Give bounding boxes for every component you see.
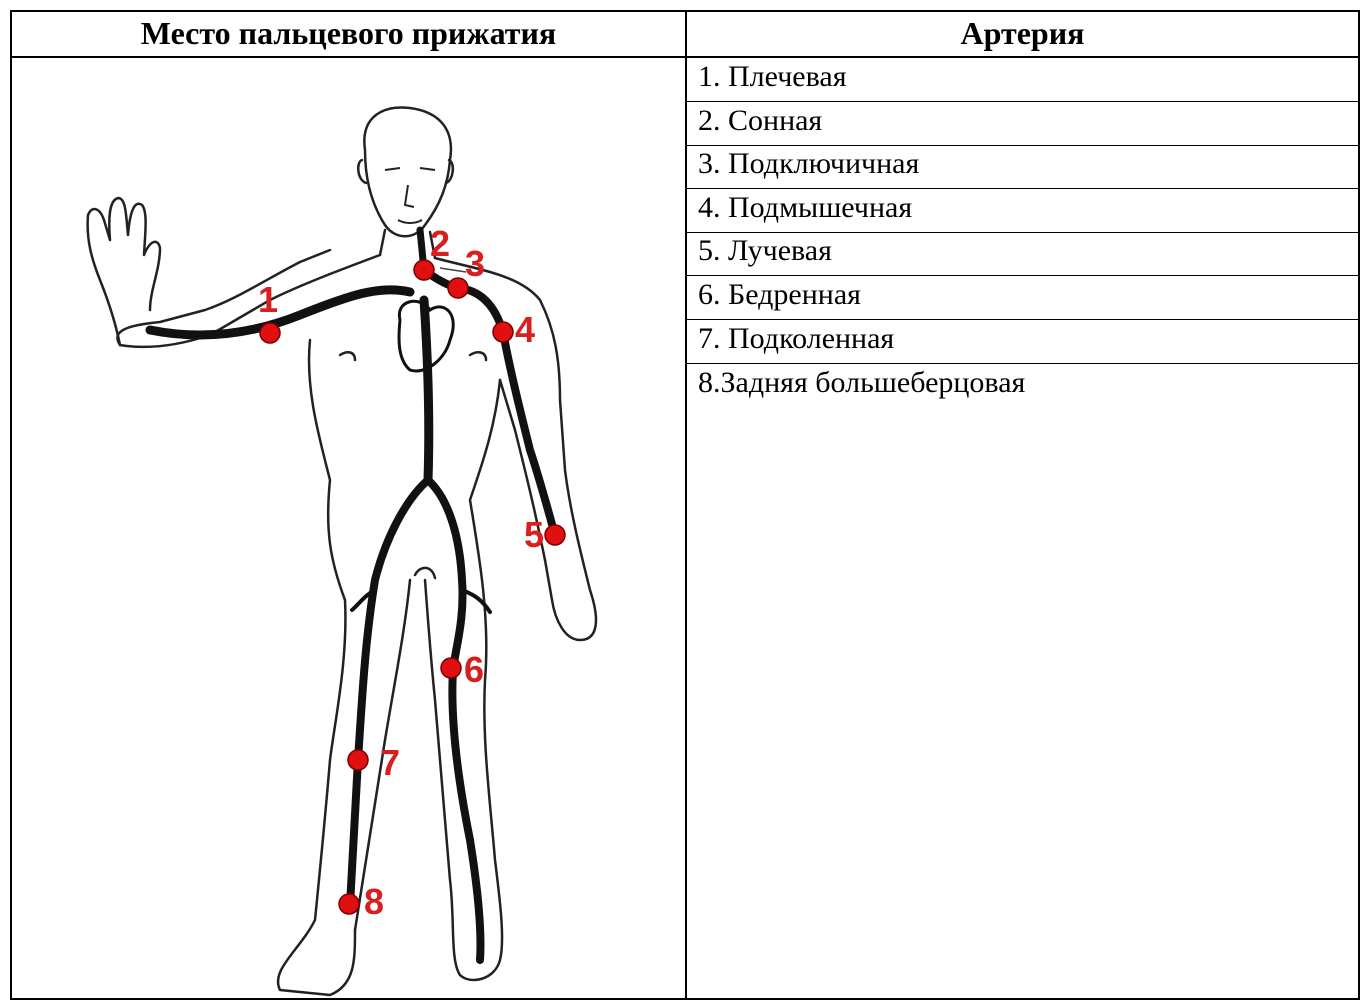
header-location: Место пальцевого прижатия (12, 11, 685, 55)
marker-label-2: 2 (430, 223, 450, 264)
marker-label-7: 7 (380, 742, 400, 783)
marker-label-6: 6 (464, 649, 484, 690)
artery-item-2: 2. Сонная (698, 103, 822, 139)
artery-item-6: 6. Бедренная (698, 277, 861, 313)
column-divider (685, 10, 687, 1000)
artery-item-1: 1. Плечевая (698, 59, 847, 95)
marker-label-8: 8 (364, 881, 384, 922)
marker-leader-line (440, 268, 466, 272)
face-details (385, 168, 435, 223)
pressure-point-5 (545, 525, 565, 545)
body-artery-figure: 1 2 3 4 5 6 7 8 (60, 80, 620, 1000)
header-artery: Артерия (687, 11, 1358, 55)
header-divider (10, 56, 1360, 58)
row-divider (685, 319, 1360, 320)
row-divider (685, 363, 1360, 364)
marker-label-3: 3 (465, 243, 485, 284)
table-border-right (1358, 10, 1360, 1000)
body-outline (88, 107, 596, 995)
row-divider (685, 275, 1360, 276)
marker-label-1: 1 (258, 279, 278, 320)
artery-item-8: 8.Задняя большеберцовая (698, 365, 1025, 401)
artery-item-7: 7. Подколенная (698, 321, 894, 357)
pressure-point-6 (441, 658, 461, 678)
marker-label-5: 5 (524, 514, 544, 555)
table-border-left (10, 10, 12, 1000)
artery-item-3: 3. Подключичная (698, 146, 919, 182)
pressure-point-4 (493, 322, 513, 342)
pressure-point-1 (260, 323, 280, 343)
pressure-point-8 (339, 894, 359, 914)
pressure-point-7 (348, 750, 368, 770)
row-divider (685, 101, 1360, 102)
marker-label-4: 4 (515, 309, 535, 350)
row-divider (685, 188, 1360, 189)
artery-item-4: 4. Подмышечная (698, 190, 912, 226)
artery-item-5: 5. Лучевая (698, 233, 832, 269)
